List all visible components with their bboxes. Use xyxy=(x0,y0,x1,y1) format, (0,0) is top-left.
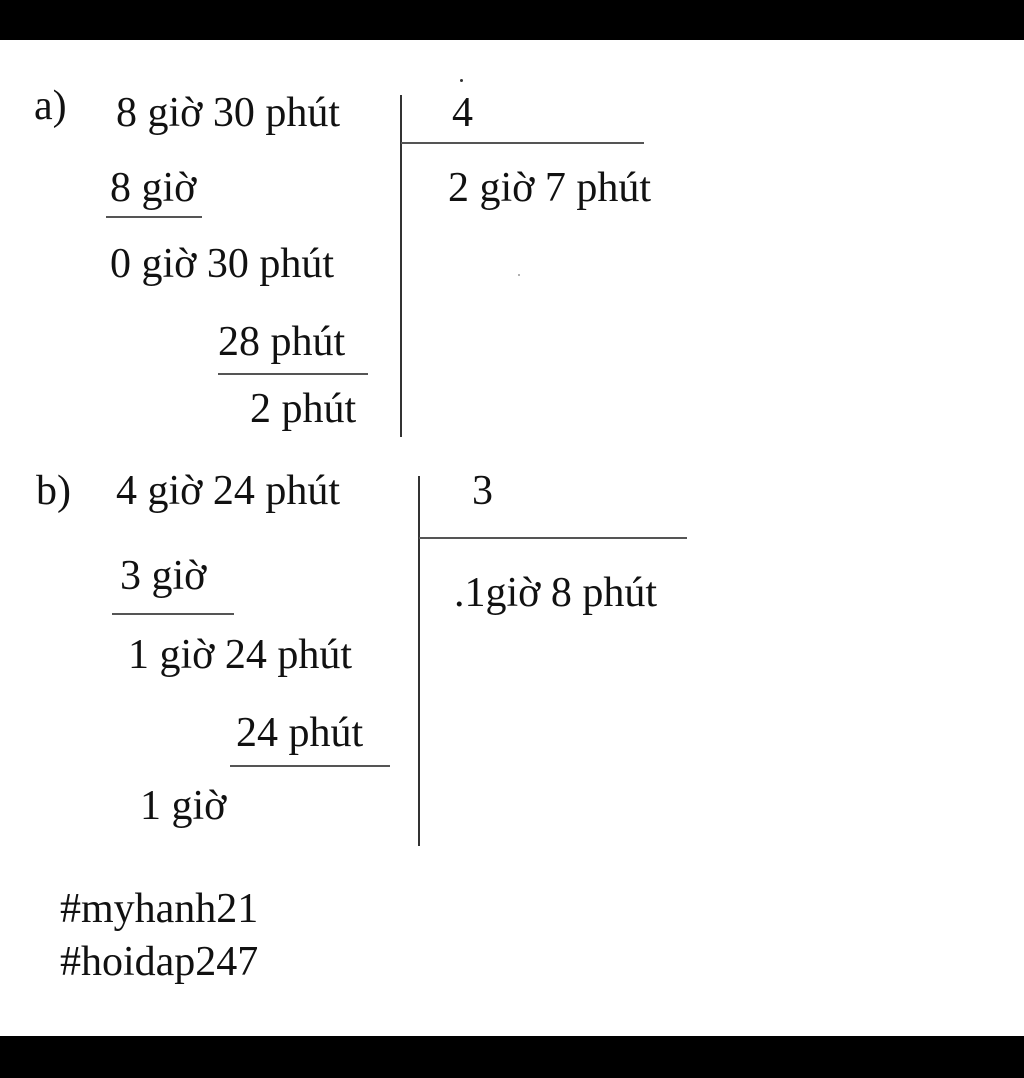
part-b-step2-remainder: 1 giờ xyxy=(140,783,227,829)
part-b-dividend: 4 giờ 24 phút xyxy=(116,468,341,514)
part-a-label: a) xyxy=(34,83,67,129)
part-a-step1-line xyxy=(106,216,202,218)
hashtag-1: #myhanh21 xyxy=(60,886,259,932)
part-a-quotient: 2 giờ 7 phút xyxy=(448,165,652,211)
part-b-label: b) xyxy=(36,468,71,514)
top-black-border xyxy=(0,0,1024,40)
part-b-divisor-line xyxy=(419,537,687,539)
part-a-divisor: 4 xyxy=(452,90,473,136)
part-b-step1-remainder: 1 giờ 24 phút xyxy=(128,632,353,678)
part-a-step1-remainder: 0 giờ 30 phút xyxy=(110,241,335,287)
part-b-step1-subtract: 3 giờ xyxy=(120,553,207,599)
part-b-quotient: .1giờ 8 phút xyxy=(454,570,658,616)
worksheet: a) 8 giờ 30 phút 4 2 giờ 7 phút 8 giờ 0 … xyxy=(0,40,1024,1036)
part-a-speck xyxy=(518,274,520,276)
part-a-division-bar xyxy=(400,95,402,437)
part-a-step2-remainder: 2 phút xyxy=(250,386,357,432)
part-b-step1-line xyxy=(112,613,234,615)
part-b-step2-line xyxy=(230,765,390,767)
part-a-dot xyxy=(460,79,463,82)
bottom-black-border xyxy=(0,1036,1024,1078)
part-b-step2-subtract: 24 phút xyxy=(236,710,364,756)
part-a-step2-subtract: 28 phút xyxy=(218,319,346,365)
part-a-step1-subtract: 8 giờ xyxy=(110,165,197,211)
hashtag-2: #hoidap247 xyxy=(60,939,259,985)
part-a-divisor-line xyxy=(401,142,644,144)
part-a-step2-line xyxy=(218,373,368,375)
part-a-dividend: 8 giờ 30 phút xyxy=(116,90,341,136)
part-b-divisor: 3 xyxy=(472,468,493,514)
part-b-division-bar xyxy=(418,476,420,846)
